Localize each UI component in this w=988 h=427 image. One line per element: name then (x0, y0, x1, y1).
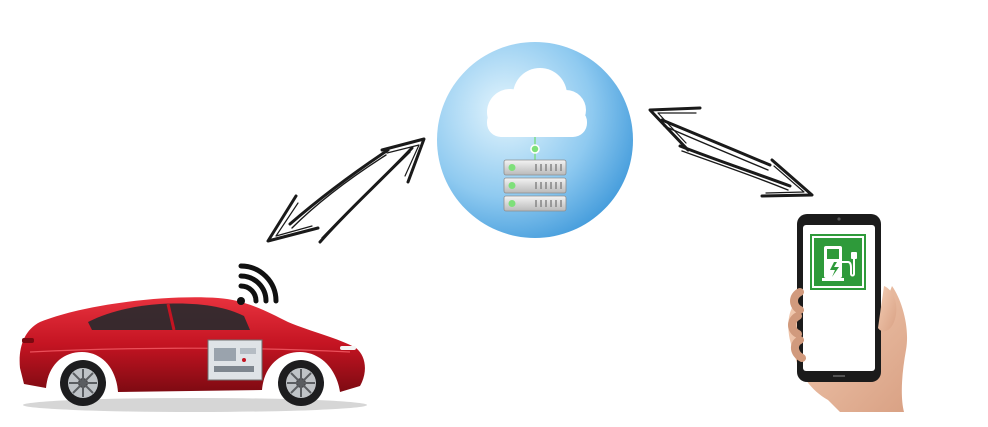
arrow-to-car (266, 148, 390, 243)
car-window (88, 303, 250, 330)
phone-camera (837, 217, 841, 221)
arrow-to-phone (678, 144, 814, 198)
ev-charging-station-icon (810, 234, 866, 290)
thumb (878, 286, 897, 332)
wifi-signal-icon (237, 263, 279, 305)
smartphone-in-hand (788, 214, 908, 412)
car-body-crease (29, 347, 351, 353)
car-rear-wheel (60, 360, 106, 406)
cloud-connector-dot (530, 144, 540, 154)
cloud-phone-double-arrow (648, 106, 814, 198)
car-shadow (23, 398, 367, 412)
car-taillight (22, 338, 34, 343)
connected-car (19, 297, 367, 412)
arrow-to-cloud-from-phone (648, 106, 772, 171)
cloud-server-node (437, 42, 633, 238)
arrow-to-cloud (318, 137, 426, 244)
car-headlight (340, 346, 356, 350)
cloud-icon (487, 68, 587, 137)
onboard-module-icon (207, 339, 263, 381)
fingers (788, 288, 806, 362)
car-front-wheel (278, 360, 324, 406)
car-cloud-double-arrow (266, 137, 426, 244)
server-stack-icon (503, 159, 567, 212)
